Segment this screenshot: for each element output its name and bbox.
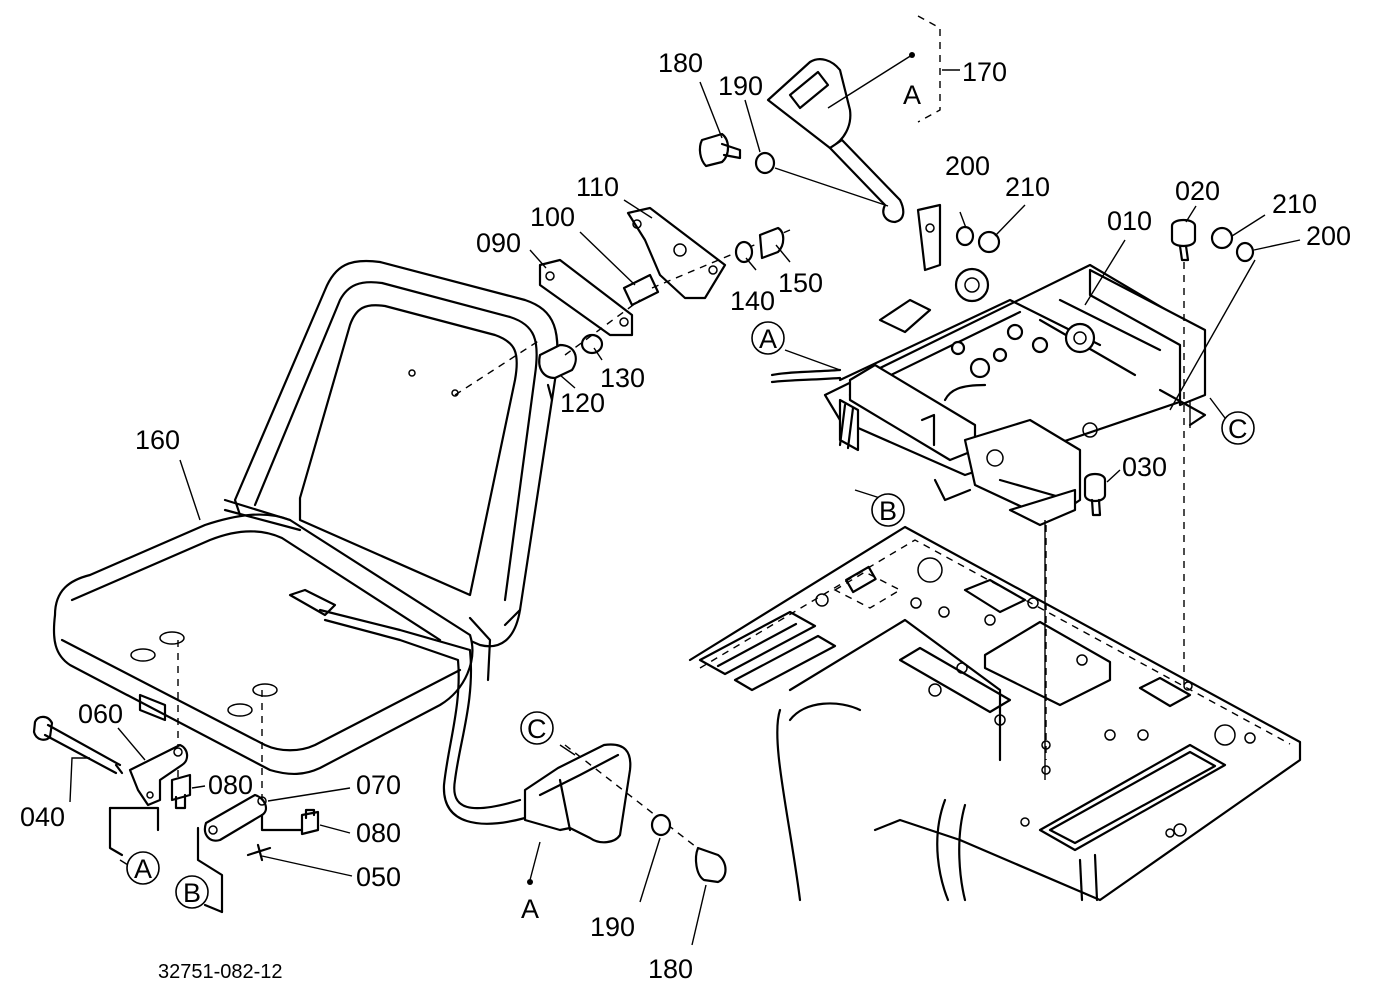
seat-cushion [52,259,559,825]
label-080-upper: 080 [208,770,253,800]
detail-bracket-170 [917,15,941,123]
drawing-number: 32751-082-12 [158,961,283,983]
label-190-top: 190 [718,71,763,101]
label-200-top: 200 [945,151,990,181]
label-210-right: 210 [1272,189,1317,219]
marker-b-bracket: B [183,878,201,908]
label-060: 060 [78,699,123,729]
seat-rail-assembly [770,203,1207,527]
marker-circle-a-bracket [126,851,160,885]
label-020: 020 [1175,176,1220,206]
label-150: 150 [778,268,823,298]
marker-c-rail: C [1228,414,1248,444]
label-010: 010 [1107,206,1152,236]
label-120: 120 [560,388,605,418]
label-050: 050 [356,862,401,892]
label-030: 030 [1122,452,1167,482]
detail-point-a-upper [909,52,915,58]
label-110: 110 [576,172,619,202]
label-100: 100 [530,202,575,232]
label-080-lower: 080 [356,818,401,848]
marker-a-rail: A [759,324,777,354]
marker-c-buckle: C [527,714,547,744]
marker-circle-a-rail [751,321,785,355]
seat-belt-anchor [523,743,727,884]
label-040: 040 [20,802,65,832]
marker-a-bracket: A [134,854,152,884]
marker-a-buckle: A [521,894,539,924]
label-190-bottom: 190 [590,912,635,942]
seat-belt-buckle [698,58,905,224]
label-160: 160 [135,425,180,455]
floor-panel [688,525,1302,902]
marker-circle-b-bracket [175,875,209,909]
back-brackets [538,206,791,380]
label-210-top: 210 [1005,172,1050,202]
marker-circle-b-rail [871,493,905,527]
marker-a-frame: A [903,80,921,110]
label-200-right: 200 [1306,221,1351,251]
nuts-upper [955,218,1256,780]
label-140: 140 [730,286,775,316]
detail-point-a-lower [527,879,533,885]
label-090: 090 [476,228,521,258]
marker-b-rail: B [879,496,897,526]
label-170: 170 [962,57,1007,87]
labels: 180 190 170 A 110 100 090 140 150 130 12… [20,48,1351,984]
leader-lines [69,54,1301,946]
label-180-bottom: 180 [648,954,693,984]
marker-circle-c-rail [1221,411,1255,445]
marker-circle-c-buckle [520,711,554,745]
lower-hardware [32,715,320,914]
label-180-top: 180 [658,48,703,78]
label-130: 130 [600,363,645,393]
label-070: 070 [356,770,401,800]
